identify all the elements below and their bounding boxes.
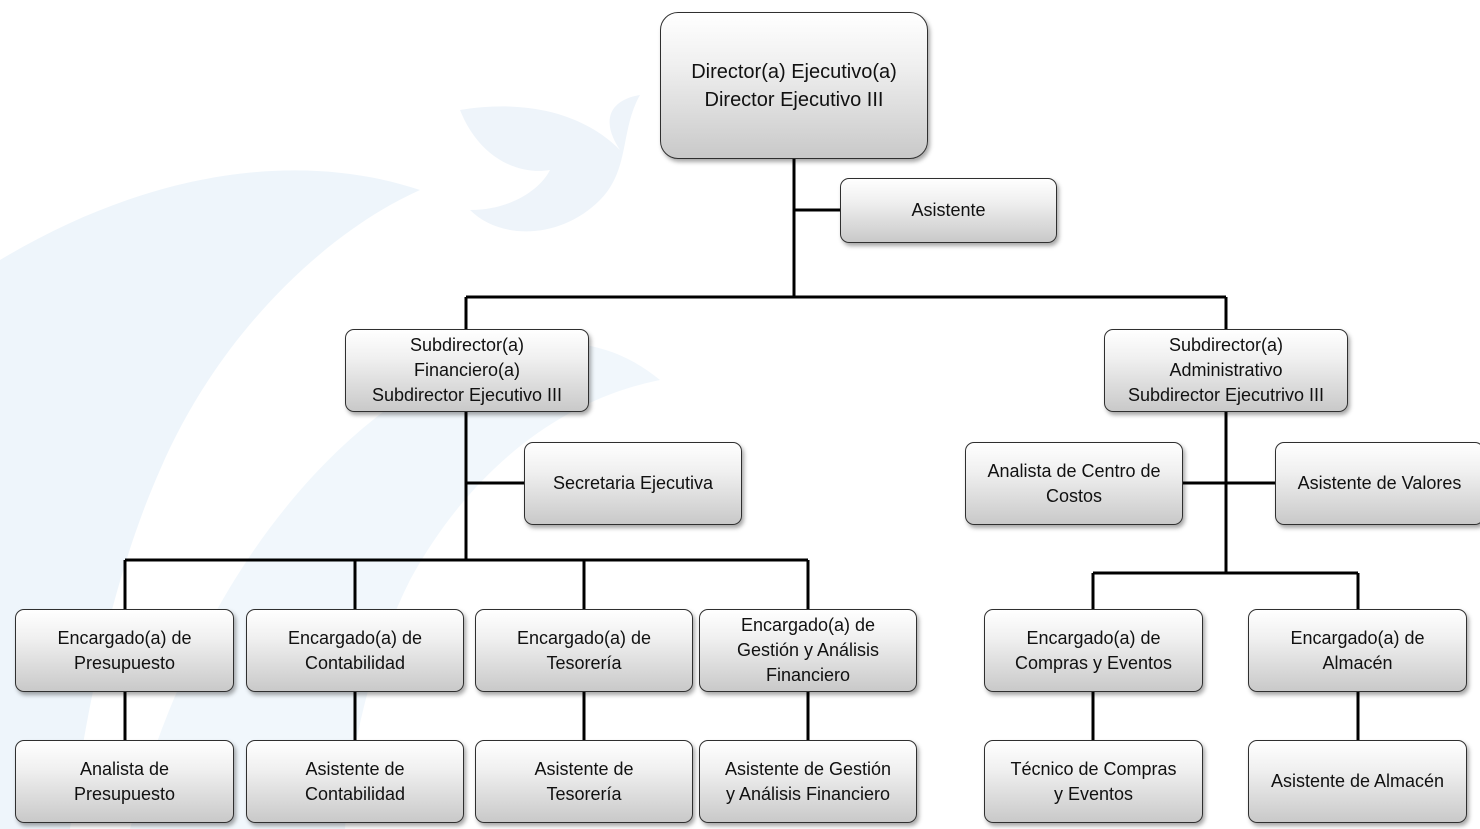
- box-encargado-almacen: Encargado(a) de Almacén: [1248, 609, 1467, 692]
- box-tecnico-compras-eventos: Técnico de Compras y Eventos: [984, 740, 1203, 823]
- box-secretaria-ejecutiva: Secretaria Ejecutiva: [524, 442, 742, 525]
- box-asistente-contabilidad: Asistente de Contabilidad: [246, 740, 464, 823]
- box-asistente-gestion-analisis: Asistente de Gestión y Análisis Financie…: [699, 740, 917, 823]
- box-encargado-gestion-analisis: Encargado(a) de Gestión y Análisis Finan…: [699, 609, 917, 692]
- box-encargado-contabilidad: Encargado(a) de Contabilidad: [246, 609, 464, 692]
- box-subdirector-administrativo: Subdirector(a) Administrativo Subdirecto…: [1104, 329, 1348, 412]
- box-asistente-almacen: Asistente de Almacén: [1248, 740, 1467, 823]
- box-subdirector-financiero: Subdirector(a) Financiero(a) Subdirector…: [345, 329, 589, 412]
- director-title: Director(a) Ejecutivo(a): [691, 60, 897, 83]
- box-asistente-tesoreria: Asistente de Tesorería: [475, 740, 693, 823]
- box-asistente: Asistente: [840, 178, 1057, 243]
- director-grade: Director Ejecutivo III: [704, 88, 884, 111]
- box-analista-presupuesto: Analista de Presupuesto: [15, 740, 234, 823]
- box-encargado-presupuesto: Encargado(a) de Presupuesto: [15, 609, 234, 692]
- box-asistente-valores: Asistente de Valores: [1275, 442, 1480, 525]
- box-analista-centro-costos: Analista de Centro de Costos: [965, 442, 1183, 525]
- box-director-ejecutivo: Director(a) Ejecutivo(a) Director Ejecut…: [660, 12, 928, 159]
- box-encargado-compras-eventos: Encargado(a) de Compras y Eventos: [984, 609, 1203, 692]
- watermark-swoosh-1: [0, 170, 420, 829]
- watermark-swoosh-2: [130, 342, 660, 829]
- watermark-bird: [460, 95, 640, 232]
- box-encargado-tesoreria: Encargado(a) de Tesorería: [475, 609, 693, 692]
